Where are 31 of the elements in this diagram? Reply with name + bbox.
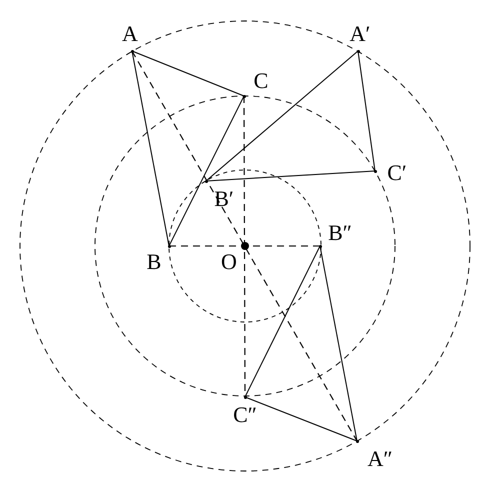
point-label: C″ — [233, 404, 257, 426]
vertex-point — [356, 440, 358, 442]
line-segment — [132, 50, 170, 246]
line-segment — [244, 246, 320, 398]
line-segment — [358, 50, 376, 172]
point-label: B′ — [214, 188, 234, 210]
vertex-point — [244, 396, 246, 398]
point-label: C — [254, 70, 268, 92]
center-dot — [241, 242, 249, 250]
vertex-point — [130, 50, 134, 52]
point-label: A — [122, 23, 138, 45]
point-label: A′ — [350, 23, 370, 45]
line-segment — [132, 50, 244, 96]
vertex-point — [318, 244, 322, 248]
vertex-point — [356, 50, 360, 52]
line-segment — [206, 170, 376, 182]
line-segment — [320, 246, 358, 442]
line-segment — [244, 396, 358, 442]
vertex-point — [168, 244, 170, 248]
point-label: O — [221, 251, 237, 273]
point-label: C′ — [387, 162, 407, 184]
vertex-point — [374, 170, 376, 172]
line-segment — [168, 96, 244, 246]
point-label: B″ — [328, 222, 352, 244]
point-label: B — [146, 251, 162, 273]
vertex-point — [242, 94, 246, 98]
dashed-line — [132, 50, 358, 442]
dashed-line — [169, 245, 320, 247]
vertex-point — [204, 180, 208, 182]
point-label: A″ — [367, 448, 393, 470]
line-segment — [206, 50, 358, 182]
